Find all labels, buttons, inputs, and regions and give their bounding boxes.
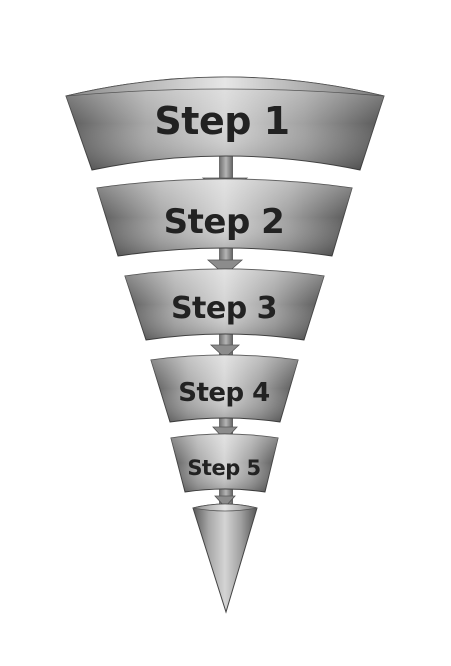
funnel-step-3: Step 3: [124, 268, 325, 341]
funnel-step-5: Step 5: [170, 433, 279, 493]
step-5-label: Step 5: [187, 456, 260, 480]
funnel-step-4: Step 4: [150, 354, 299, 423]
arrow-down-icon: [206, 259, 244, 276]
arrow-down-icon: [214, 495, 236, 508]
arrow-down-icon: [212, 426, 238, 441]
funnel-step-2: Step 2: [96, 178, 353, 257]
funnel-tip: [192, 503, 258, 614]
step-4-label: Step 4: [178, 378, 270, 408]
step-2-label: Step 2: [164, 202, 285, 242]
funnel-step-1: Step 1: [65, 76, 385, 171]
step-3-label: Step 3: [171, 291, 277, 326]
arrow-down-icon: [209, 344, 241, 359]
step-1-label: Step 1: [154, 99, 289, 143]
